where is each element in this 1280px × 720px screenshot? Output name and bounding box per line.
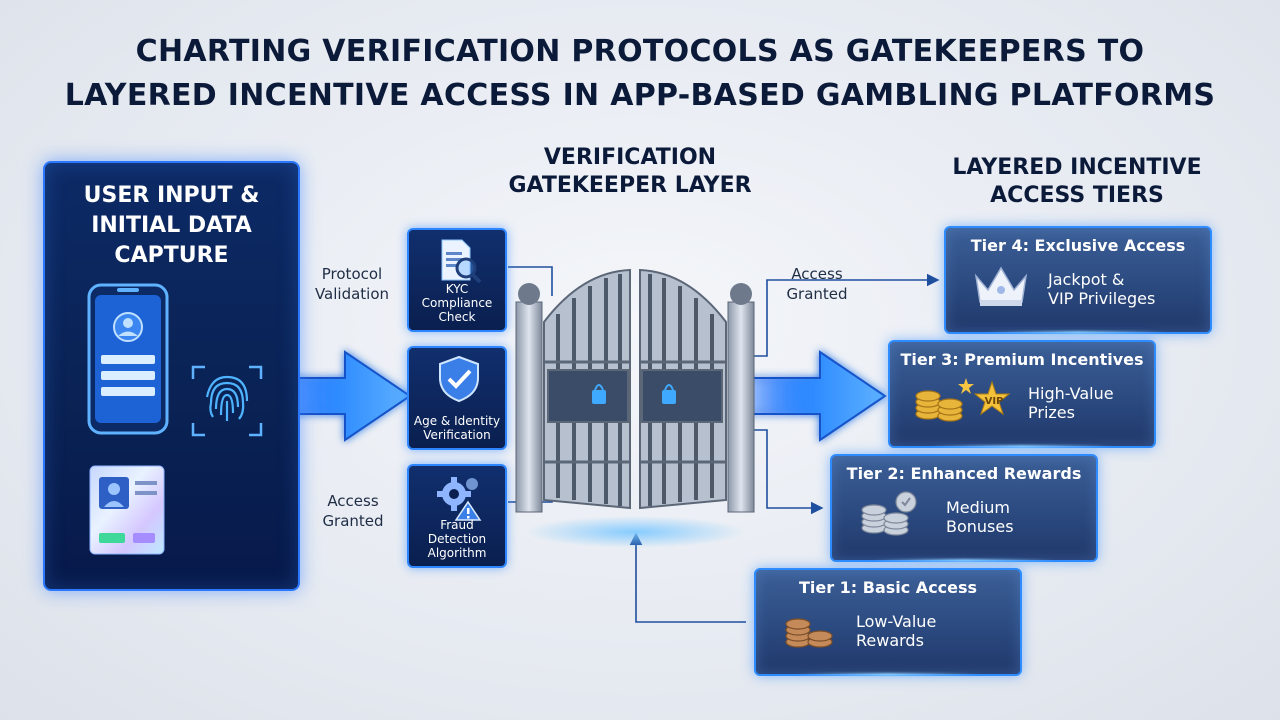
vip-badge: VIP <box>984 396 1004 407</box>
fraud-detection-line-1: Fraud <box>440 518 474 532</box>
age-identity-line-1: Age & Identity <box>413 414 501 428</box>
fraud-detection-line-3: Algorithm <box>427 546 487 560</box>
page-title: CHARTING VERIFICATION PROTOCOLS AS GATEK… <box>0 30 1280 118</box>
fraud-detection-label: Fraud Detection Algorithm <box>409 518 505 560</box>
kyc-check-line-1: KYC <box>445 282 469 296</box>
smartphone-icon <box>87 283 169 435</box>
tier-1-description: Low-Value Rewards <box>856 612 936 650</box>
fraud-detection-algorithm: Fraud Detection Algorithm <box>407 464 507 568</box>
gatekeeper-heading: VERIFICATION GATEKEEPER LAYER <box>470 144 790 200</box>
protocol-validation-line-2: Validation <box>314 285 390 303</box>
user-input-title-line-2: INITIAL DATA <box>91 213 252 238</box>
tier-4-card: Tier 4: Exclusive Access Jackpot & VIP P… <box>944 226 1212 334</box>
access-granted-left-line-2: Granted <box>322 512 384 530</box>
tier-1-card: Tier 1: Basic Access Low-Value Rewards <box>754 568 1022 676</box>
tier-1-desc-line-1: Low-Value <box>856 612 937 631</box>
tier-4-title: Tier 4: Exclusive Access <box>970 236 1186 255</box>
access-granted-right-label: Access Granted <box>770 264 864 304</box>
shield-check-icon <box>439 355 479 403</box>
silver-coins-icon <box>861 491 917 536</box>
access-granted-right-line-1: Access <box>791 265 843 283</box>
crown-icon <box>974 266 1028 306</box>
gear-warning-icon <box>437 477 482 521</box>
tier-1-desc-line-2: Rewards <box>856 631 924 650</box>
age-identity-verification: Age & Identity Verification <box>407 346 507 450</box>
tier-3-desc-line-2: Prizes <box>1028 403 1075 422</box>
tier-4-description: Jackpot & VIP Privileges <box>1048 270 1155 308</box>
user-input-panel: USER INPUT & INITIAL DATA CAPTURE <box>43 161 300 591</box>
tier-3-desc-line-1: High-Value <box>1028 384 1114 403</box>
flow-arrow-right <box>744 350 887 442</box>
connector-tier4 <box>754 273 940 357</box>
page-title-line-2: LAYERED INCENTIVE ACCESS IN APP-BASED GA… <box>64 78 1216 113</box>
tier-2-card: Tier 2: Enhanced Rewards Medium Bonuses <box>830 454 1098 562</box>
gold-coins-vip-icon <box>915 378 1011 422</box>
kyc-check-line-3: Check <box>438 310 476 324</box>
protocol-validation-line-1: Protocol <box>321 265 383 283</box>
access-granted-right-line-2: Granted <box>786 285 848 303</box>
age-identity-line-2: Verification <box>423 428 491 442</box>
bronze-coins-icon <box>785 618 833 648</box>
tier-1-title: Tier 1: Basic Access <box>798 578 978 597</box>
connector-kyc <box>508 266 553 296</box>
user-input-title-line-3: CAPTURE <box>114 243 229 268</box>
security-gate-icon <box>515 268 755 548</box>
tier-4-desc-line-1: Jackpot & <box>1048 270 1125 289</box>
tier-3-title: Tier 3: Premium Incentives <box>900 350 1144 369</box>
id-card-icon <box>89 465 165 555</box>
protocol-validation-label: Protocol Validation <box>306 264 398 304</box>
user-input-title-line-1: USER INPUT & <box>83 183 260 208</box>
kyc-check-line-2: Compliance <box>421 296 493 310</box>
gatekeeper-heading-line-2: GATEKEEPER LAYER <box>508 173 752 198</box>
connector-tier1 <box>629 532 746 623</box>
tiers-heading-line-1: LAYERED INCENTIVE <box>952 155 1202 180</box>
tier-2-description: Medium Bonuses <box>946 498 1014 536</box>
fraud-detection-line-2: Detection <box>427 532 487 546</box>
access-granted-left-label: Access Granted <box>308 491 398 531</box>
tiers-heading-line-2: ACCESS TIERS <box>990 183 1164 208</box>
kyc-check-label: KYC Compliance Check <box>409 282 505 324</box>
kyc-compliance-check: KYC Compliance Check <box>407 228 507 332</box>
tier-2-title: Tier 2: Enhanced Rewards <box>846 464 1082 483</box>
tier-3-card: Tier 3: Premium Incentives VIP High-Valu… <box>888 340 1156 448</box>
connector-tier2 <box>754 429 824 515</box>
access-granted-left-line-1: Access <box>327 492 379 510</box>
gatekeeper-heading-line-1: VERIFICATION <box>543 145 717 170</box>
tiers-heading: LAYERED INCENTIVE ACCESS TIERS <box>915 154 1239 210</box>
tier-2-desc-line-1: Medium <box>946 498 1010 517</box>
tier-2-desc-line-2: Bonuses <box>946 517 1014 536</box>
page-title-line-1: CHARTING VERIFICATION PROTOCOLS AS GATEK… <box>135 34 1145 69</box>
tier-3-description: High-Value Prizes <box>1028 384 1114 422</box>
document-magnifier-icon <box>441 239 482 284</box>
age-identity-label: Age & Identity Verification <box>409 414 505 442</box>
tier-4-desc-line-2: VIP Privileges <box>1048 289 1156 308</box>
fingerprint-icon <box>191 365 263 437</box>
user-input-panel-title: USER INPUT & INITIAL DATA CAPTURE <box>45 181 298 271</box>
